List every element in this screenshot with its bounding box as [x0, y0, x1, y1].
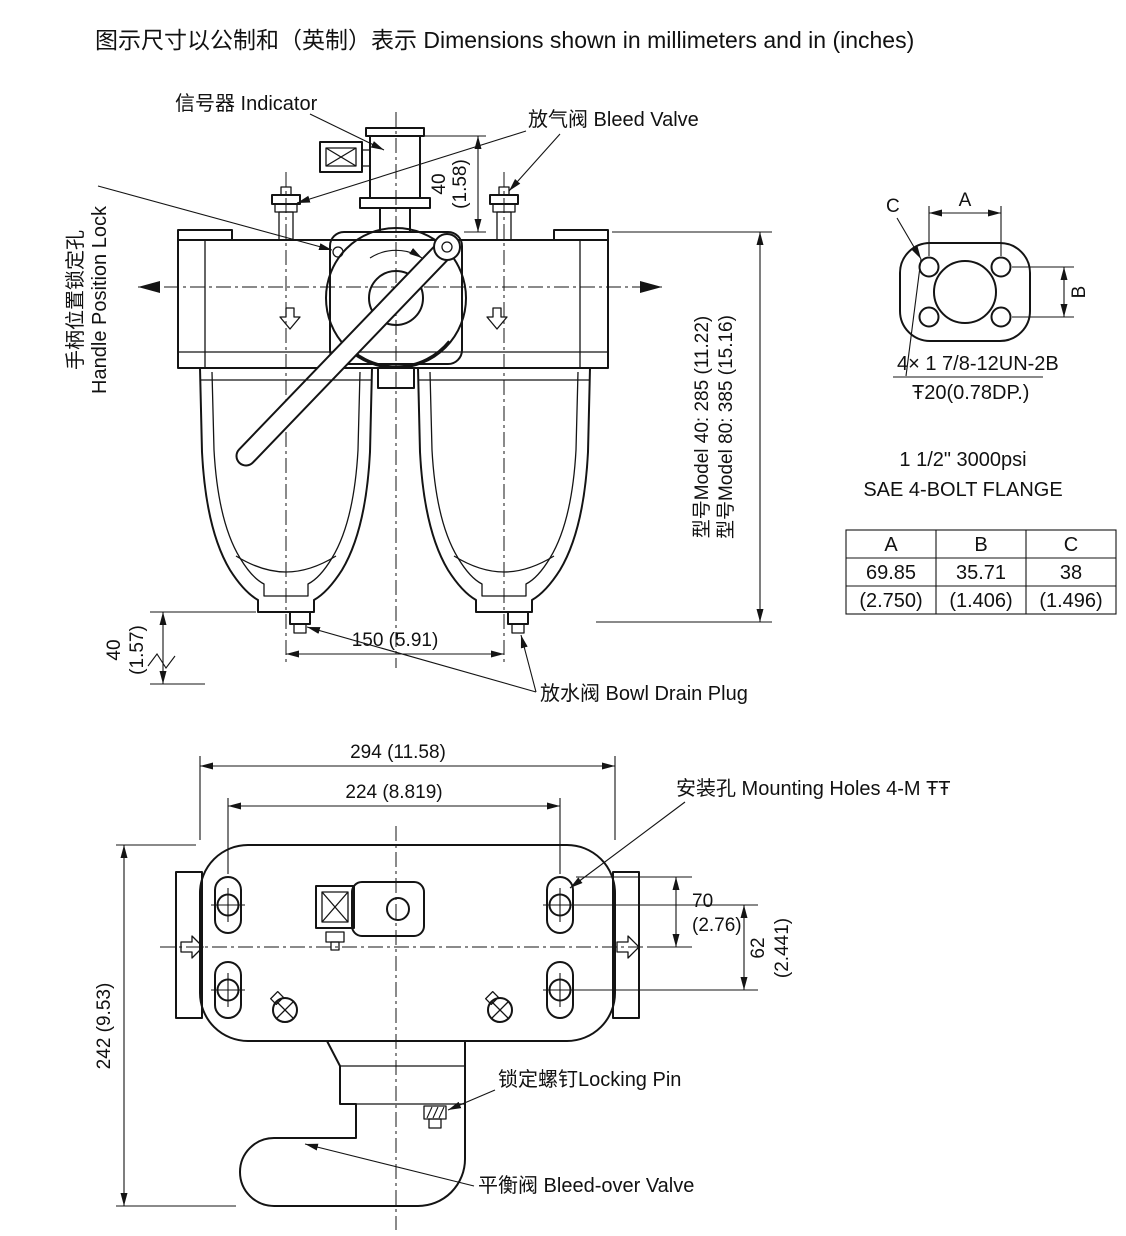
- dim-bottom-in: (1.57): [127, 625, 148, 675]
- locking-pin: [423, 1105, 447, 1129]
- mounting-holes-label: 安装孔 Mounting Holes 4-M ŦŦ: [676, 777, 951, 800]
- bottom-view: 294 (11.58) 224 (8.819) 242 (9.53) 70 (2…: [94, 742, 951, 1230]
- dim-top-in: (1.58): [450, 159, 471, 209]
- indicator-top-view: [315, 881, 425, 951]
- port-arrow-right: [616, 935, 640, 959]
- handle-lock-label-cn: 手柄位置锁定孔: [64, 230, 87, 370]
- front-view-centerlines: [138, 112, 662, 668]
- flow-symbol-left: [279, 307, 301, 330]
- dim-62-in: (2.441): [772, 918, 793, 978]
- flange-label-b: B: [1069, 286, 1090, 299]
- dim-70-mm: 70: [692, 891, 713, 912]
- flange-label-c: C: [886, 196, 900, 217]
- flange-type-note: SAE 4-BOLT FLANGE: [863, 479, 1062, 501]
- table-in-c: (1.496): [1039, 590, 1102, 612]
- indicator-assembly: [319, 127, 431, 233]
- dim-top-mm: 40: [429, 173, 450, 194]
- flow-arrow-left: [138, 281, 160, 293]
- mounting-slot-bottom-left: [210, 961, 246, 1019]
- dim-294-text: 294 (11.58): [350, 742, 446, 763]
- valve-head-body: [177, 229, 609, 389]
- dim-70: 70 (2.76): [576, 876, 742, 948]
- dim-bowl-spacing: 150 (5.91): [286, 630, 504, 658]
- table-in-b: (1.406): [949, 590, 1012, 612]
- handle-top-view: [239, 1040, 466, 1207]
- dim-242-text: 242 (9.53): [94, 983, 115, 1070]
- changeover-valve: [235, 227, 467, 467]
- bottom-body-outline: [175, 844, 640, 1042]
- front-view-callouts: 信号器 Indicator 放气阀 Bleed Valve 手柄位置锁定孔 Ha…: [64, 92, 748, 705]
- flange-detail: A B C 4× 1 7/8-12UN-2B Ŧ20(0.78DP.) 1 1/…: [845, 190, 1117, 615]
- flange-dim-b: B: [1012, 266, 1090, 318]
- bowl-drain-label: 放水阀 Bowl Drain Plug: [540, 682, 748, 705]
- handle-lock-hole: [332, 246, 344, 258]
- dim-overall-height-models: 型号Model 40: 285 (11.22) 型号Model 80: 385 …: [596, 231, 772, 623]
- flange-dim-c: C: [886, 196, 922, 377]
- pressure-note: 1 1/2" 3000psi: [899, 449, 1026, 471]
- xvalve-left: [269, 990, 298, 1023]
- dim-hole-width: 224 (8.819): [227, 782, 561, 874]
- page-title: 图示尺寸以公制和（英制）表示 Dimensions shown in milli…: [95, 27, 914, 53]
- dimension-table: A B C 69.85 35.71 38 (2.750) (1.406) (1.…: [845, 529, 1117, 615]
- dim-bottom-mm: 40: [104, 639, 125, 660]
- table-in-a: (2.750): [859, 590, 922, 612]
- dim-bowl-spacing-text: 150 (5.91): [352, 630, 439, 651]
- dim-62: 62 (2.441): [576, 904, 793, 991]
- depth-note-text: Ŧ20(0.78DP.): [912, 382, 1029, 404]
- xvalve-right: [484, 990, 513, 1023]
- dim-bottom-clearance: 40 (1.57): [104, 611, 256, 685]
- bottom-view-centerlines: [160, 826, 655, 1230]
- port-arrow-left: [180, 935, 204, 959]
- table-header-a: A: [884, 534, 898, 556]
- bottom-view-callouts: 安装孔 Mounting Holes 4-M ŦŦ 锁定螺钉Locking Pi…: [304, 777, 951, 1197]
- table-header-c: C: [1064, 534, 1078, 556]
- handle-lever: [235, 233, 461, 467]
- table-mm-b: 35.71: [956, 562, 1006, 584]
- dim-model40: 型号Model 40: 285 (11.22): [691, 316, 713, 539]
- dim-70-in: (2.76): [692, 915, 742, 936]
- flange-thread-note: 4× 1 7/8-12UN-2B Ŧ20(0.78DP.): [893, 353, 1059, 404]
- flange-label-a: A: [959, 190, 972, 211]
- mounting-slot-bottom-right: [542, 961, 578, 1019]
- bleed-over-label: 平衡阀 Bleed-over Valve: [478, 1174, 694, 1197]
- flow-arrow-right: [640, 281, 662, 293]
- dim-indicator-height: 40 (1.58): [424, 135, 486, 233]
- dim-224-text: 224 (8.819): [345, 782, 442, 803]
- handle-lock-label-en: Handle Position Lock: [89, 205, 111, 394]
- flow-symbol-right: [486, 307, 508, 330]
- dim-62-mm: 62: [748, 937, 769, 958]
- dim-overall-width: 294 (11.58): [199, 742, 616, 840]
- front-view: 40 (1.58) 型号Model 40: 285 (11.22) 型号Mode…: [64, 92, 772, 705]
- mounting-slot-top-right: [542, 876, 578, 934]
- table-header-b: B: [974, 534, 987, 556]
- dim-model80: 型号Model 80: 385 (15.16): [715, 315, 737, 539]
- thread-note-text: 4× 1 7/8-12UN-2B: [897, 353, 1059, 375]
- table-mm-c: 38: [1060, 562, 1082, 584]
- indicator-label: 信号器 Indicator: [175, 92, 318, 115]
- flange-dim-a: A: [928, 190, 1002, 256]
- bleed-valve-label: 放气阀 Bleed Valve: [528, 108, 699, 131]
- table-mm-a: 69.85: [866, 562, 916, 584]
- mounting-slot-top-left: [210, 876, 246, 934]
- dim-overall-height: 242 (9.53): [94, 844, 236, 1207]
- rotation-arrow: [369, 248, 423, 259]
- flange-outline: [899, 242, 1031, 342]
- locking-pin-label: 锁定螺钉Locking Pin: [498, 1068, 681, 1091]
